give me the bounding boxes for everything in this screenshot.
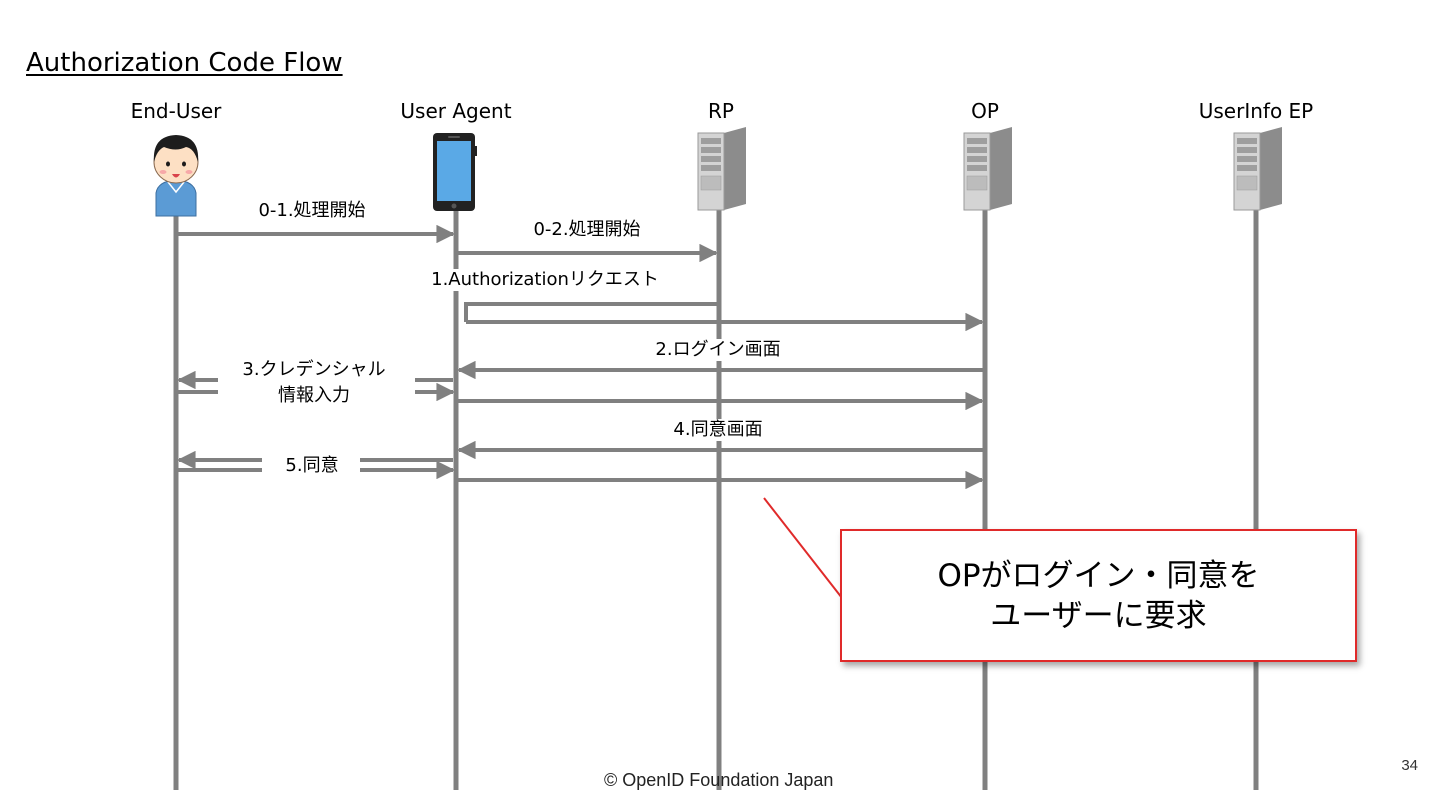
- message-label-3: 3.クレデンシャル 情報入力: [234, 357, 394, 409]
- actor-label-user-agent: User Agent: [400, 99, 512, 123]
- message-arrows: [176, 224, 985, 490]
- message-label-0-2: 0-2.処理開始: [529, 219, 645, 241]
- callout-pointer: [763, 497, 843, 599]
- server-icon-userinfo-ep: [1233, 127, 1282, 211]
- actor-label-rp: RP: [708, 99, 734, 123]
- message-label-0-1: 0-1.処理開始: [254, 200, 370, 222]
- smartphone-icon: [433, 133, 477, 211]
- server-icon-op: [963, 127, 1012, 211]
- actor-label-userinfo-ep: UserInfo EP: [1198, 99, 1314, 123]
- server-icon-rp: [697, 127, 746, 211]
- message-label-2: 2.ログイン画面: [651, 339, 785, 361]
- person-icon: [153, 135, 199, 217]
- message-label-1: 1.Authorizationリクエスト: [427, 269, 663, 291]
- message-label-5: 5.同意: [281, 455, 343, 477]
- arrow-1-outer: [464, 302, 719, 322]
- callout-line-2: ユーザーに要求: [990, 597, 1207, 634]
- actor-label-end-user: End-User: [130, 99, 222, 123]
- footer-copyright: © OpenID Foundation Japan: [604, 770, 834, 790]
- slide-title: Authorization Code Flow: [26, 48, 343, 78]
- actor-label-op: OP: [971, 99, 999, 123]
- callout-line-1: OPがログイン・同意を: [937, 557, 1260, 594]
- message-label-4: 4.同意画面: [669, 419, 767, 441]
- callout-box: OPがログイン・同意を ユーザーに要求: [840, 529, 1357, 662]
- page-number: 34: [1401, 757, 1418, 774]
- lifelines: [173, 208, 1259, 790]
